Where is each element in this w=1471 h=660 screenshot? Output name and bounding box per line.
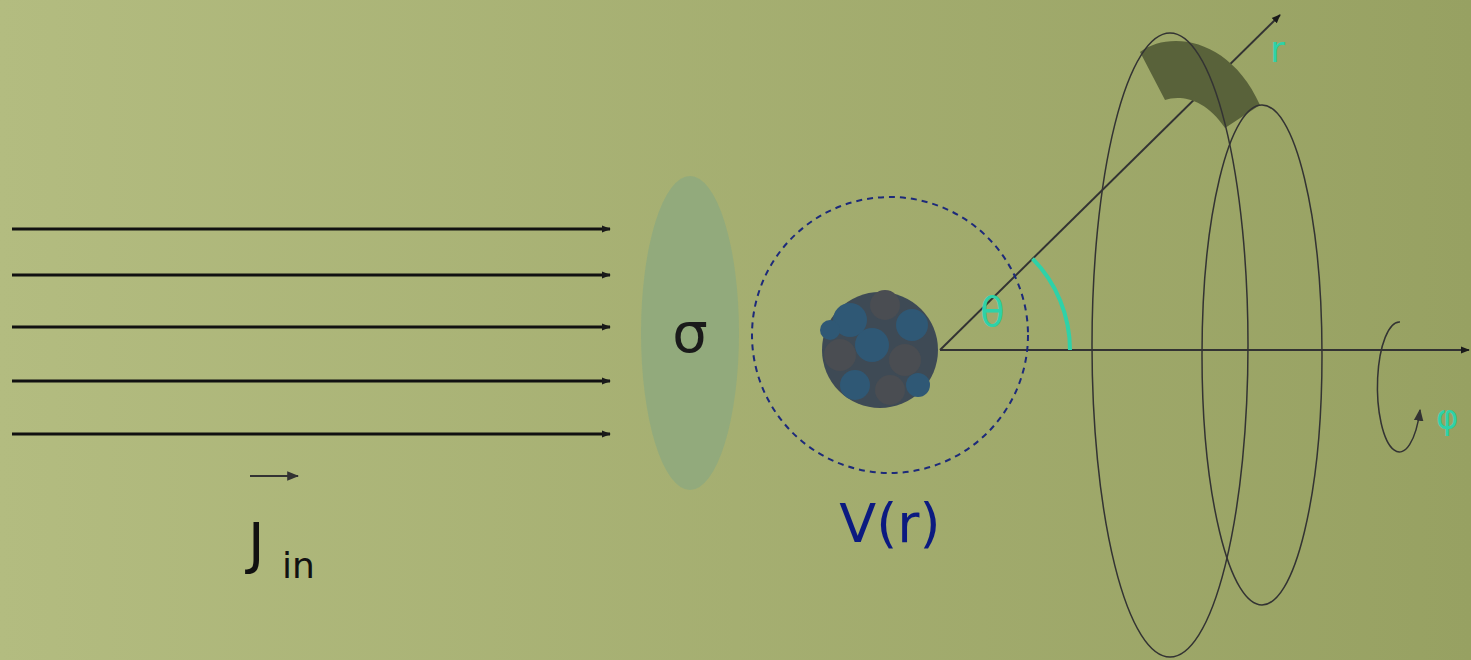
- cross-section-disk: σ: [640, 175, 740, 491]
- theta-arc: [1033, 259, 1071, 350]
- azimuth-symbol: φ: [1436, 400, 1458, 434]
- phi-rotation: [1377, 322, 1420, 452]
- nucleus: [820, 290, 938, 408]
- outer-ring: [1092, 33, 1248, 657]
- node-label: σ: [672, 305, 708, 361]
- angle-symbol: θ: [980, 292, 1004, 332]
- node-label: V(r): [839, 497, 940, 551]
- dashed-circle-outline: [750, 195, 1030, 475]
- flux-subscript: in: [282, 548, 315, 584]
- flux-symbol: J: [248, 515, 265, 571]
- inner-ring: [1202, 105, 1322, 605]
- r-direction: [940, 15, 1280, 350]
- vector-arrow: [250, 475, 298, 477]
- beam-axis: [940, 349, 1469, 351]
- potential-region: V(r): [750, 195, 1030, 475]
- flux-arrows: [12, 229, 610, 434]
- radius-symbol: r: [1270, 32, 1285, 68]
- solid-angle-band: [1140, 41, 1260, 128]
